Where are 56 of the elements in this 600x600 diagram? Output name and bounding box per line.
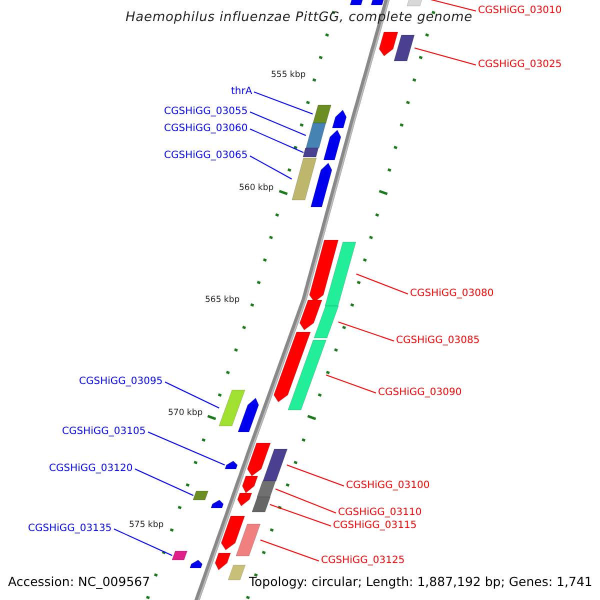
leader-line: [414, 48, 476, 66]
gene-block: [193, 491, 209, 500]
gene-label: CGSHiGG_03085: [396, 336, 480, 346]
gene-label: CGSHiGG_03110: [338, 508, 422, 518]
gene-label: CGSHiGG_03120: [49, 464, 133, 474]
gene-label: CGSHiGG_03135: [28, 524, 112, 534]
gene-label: CGSHiGG_03065: [164, 151, 248, 161]
gene-block: [325, 242, 356, 306]
gene-label: CGSHiGG_03025: [478, 60, 562, 70]
gene-block: [292, 158, 316, 200]
gene-feature: [224, 461, 238, 469]
gene-label: CGSHiGG_03125: [321, 556, 405, 566]
gene-block: [262, 449, 287, 481]
gene-block: [252, 497, 270, 512]
gene-block: [256, 481, 276, 497]
leader-line: [326, 374, 376, 394]
leader-line: [250, 128, 304, 153]
scale-label: 575 kbp: [129, 520, 164, 529]
info-text: Accession: NC_009567: [8, 576, 150, 588]
gene-block: [288, 340, 326, 410]
leader-line: [286, 464, 344, 486]
leader-line: [254, 92, 314, 114]
leader-line: [148, 432, 226, 466]
gene-label: CGSHiGG_03100: [346, 481, 430, 491]
leader-line: [164, 382, 220, 408]
gene-block: [219, 390, 246, 426]
scale-label: 565 kbp: [205, 296, 240, 304]
leader-line: [114, 528, 173, 556]
gene-label: CGSHiGG_03105: [62, 427, 146, 437]
scale-label: 555 kbp: [271, 70, 306, 79]
leader-line: [250, 156, 292, 180]
gene-block: [312, 105, 331, 123]
leader-line: [338, 322, 394, 342]
scale-label: 560 kbp: [239, 184, 274, 192]
leader-line: [134, 468, 194, 496]
leader-line: [260, 540, 320, 562]
gene-label: CGSHiGG_03055: [164, 107, 248, 117]
gene-label: CGSHiGG_03090: [378, 388, 462, 398]
gene-label: CGSHiGG_03060: [164, 124, 248, 134]
gene-label: CGSHiGG_03010: [478, 6, 562, 16]
leader-line: [356, 274, 408, 294]
gene-label: CGSHiGG_03095: [79, 377, 163, 387]
gene-block: [306, 123, 326, 148]
gene-block: [394, 35, 415, 61]
gene-label: CGSHiGG_03115: [333, 521, 417, 531]
gene-label: CGSHiGG_03080: [410, 289, 494, 299]
gene-label: thrA: [231, 87, 252, 97]
leader-line: [275, 488, 336, 514]
gene-block: [172, 551, 188, 560]
leader-line: [250, 112, 306, 136]
title: Haemophilus influenzae PittGG, complete genome: [126, 11, 473, 24]
info-text: Topology: circular; Length: 1,887,192 bp; Genes: 1,741: [249, 576, 592, 588]
leader-line: [269, 504, 332, 526]
gene-block: [236, 524, 260, 556]
scale-label: 570 kbp: [168, 408, 203, 417]
gene-block: [314, 306, 338, 338]
